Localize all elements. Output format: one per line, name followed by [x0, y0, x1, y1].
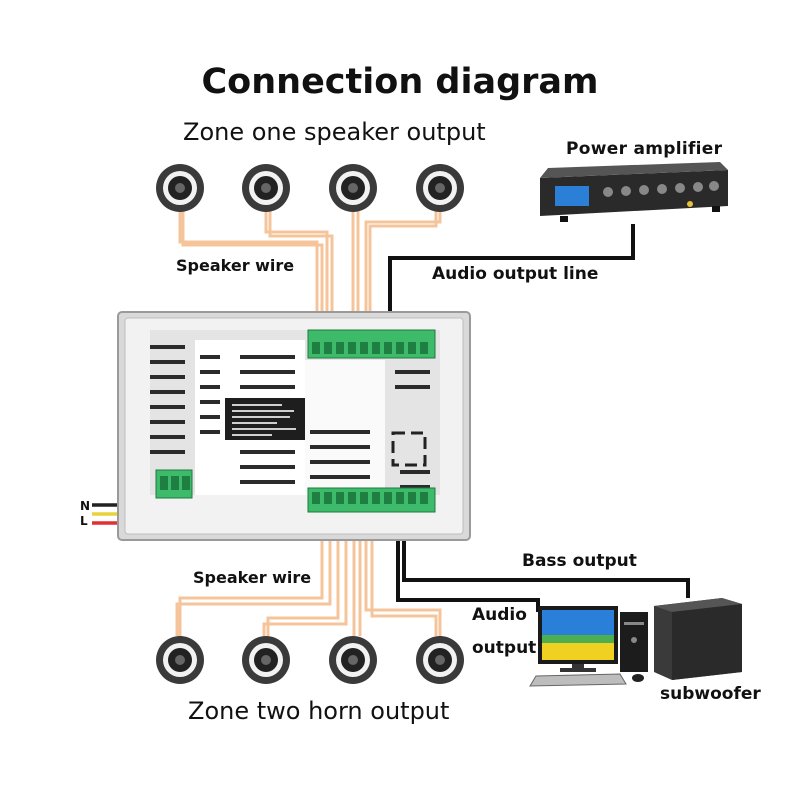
- zone-one-speakers: [156, 164, 464, 212]
- live-label: L: [80, 514, 88, 528]
- subwoofer-label: subwoofer: [660, 684, 761, 704]
- zone-two-speaker-wires: [175, 510, 442, 636]
- speaker-icon: [329, 636, 377, 684]
- zone-two-label: Zone two horn output: [188, 697, 450, 725]
- speaker-icon: [242, 164, 290, 212]
- zone-two-speakers: [156, 636, 464, 684]
- speaker-wire-label-top: Speaker wire: [176, 256, 295, 275]
- neutral-label: N: [80, 499, 91, 513]
- computer-icon: [529, 606, 648, 687]
- speaker-icon: [156, 636, 204, 684]
- speaker-icon: [156, 164, 204, 212]
- power-terminal-block: [155, 469, 193, 499]
- bass-output-label: Bass output: [522, 551, 637, 571]
- vent-slots: [150, 345, 430, 489]
- speaker-icon: [329, 164, 377, 212]
- subwoofer-icon: [654, 598, 742, 680]
- speaker-icon: [242, 636, 290, 684]
- page-title: Connection diagram: [201, 62, 599, 102]
- speaker-icon: [416, 636, 464, 684]
- bottom-terminal-block: [307, 487, 436, 513]
- power-amplifier-icon: [540, 162, 728, 222]
- top-terminal-block: [307, 329, 436, 359]
- zone-one-speaker-wires: [178, 208, 442, 335]
- zone-one-label: Zone one speaker output: [183, 118, 486, 146]
- audio-output-line-label: Audio output line: [432, 264, 599, 284]
- audio-output-label-line2: output: [472, 638, 537, 658]
- speaker-icon: [416, 164, 464, 212]
- speaker-wire-label-bottom: Speaker wire: [193, 568, 312, 587]
- audio-output-label-line1: Audio: [472, 605, 527, 625]
- power-amplifier-label: Power amplifier: [566, 139, 723, 159]
